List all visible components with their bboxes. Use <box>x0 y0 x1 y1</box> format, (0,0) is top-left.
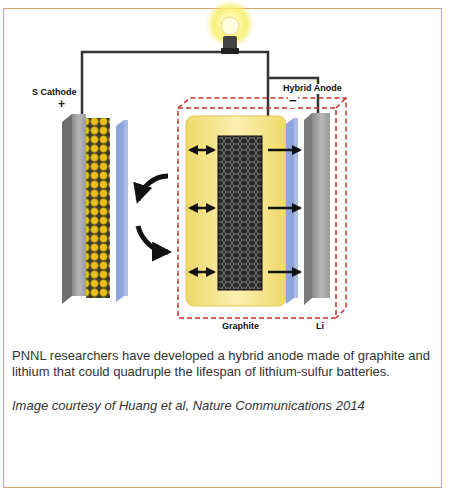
part-label: S Cathode <box>32 88 77 98</box>
image-credit: Image courtesy of Huang et al, Nature Co… <box>12 398 432 414</box>
polarity-sign: − <box>288 94 298 108</box>
polarity-sign: + <box>58 98 65 111</box>
part-label: Hybrid Anode <box>282 84 343 94</box>
part-label: Graphite <box>222 322 259 332</box>
part-label: Li <box>316 322 324 332</box>
caption: PNNL researchers have developed a hybrid… <box>12 348 432 380</box>
